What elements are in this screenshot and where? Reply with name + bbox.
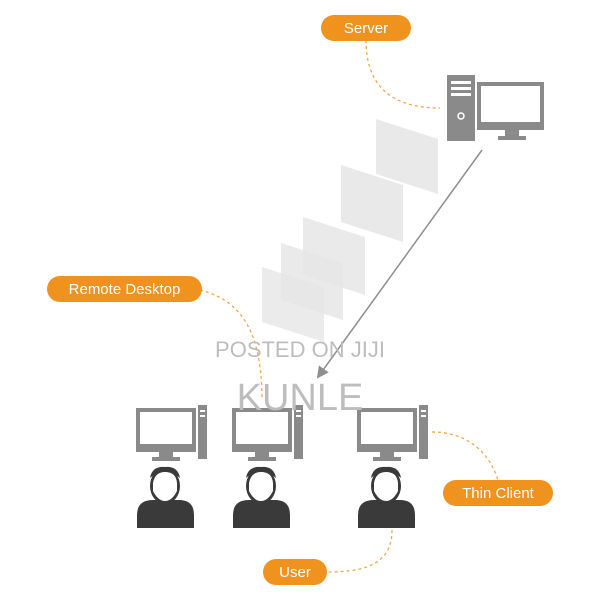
remote-desktop-label: Remote Desktop <box>47 276 202 302</box>
user-label-text: User <box>279 564 311 581</box>
remote-desktop-screen-icon <box>262 267 324 342</box>
remote-desktop-connector <box>199 289 263 401</box>
user-icon <box>358 466 415 528</box>
remote-desktop-screen-icon <box>376 119 438 194</box>
remote-desktop-label-text: Remote Desktop <box>69 281 181 298</box>
user-connector <box>327 529 393 573</box>
label-connectors <box>199 39 499 573</box>
remote-desktop-screen-icon <box>341 165 403 242</box>
thin-client-label: Thin Client <box>443 480 553 506</box>
thin-client-connector <box>431 431 499 481</box>
watermark-line2: KUNLE <box>237 377 364 419</box>
user-icon <box>137 466 194 528</box>
remote-desktop-screens <box>262 119 438 342</box>
thin-client-label-text: Thin Client <box>462 485 535 502</box>
server-computer-icon <box>447 75 544 141</box>
user-icon <box>233 466 290 528</box>
thin-client-computer-icon <box>357 405 428 461</box>
thin-client-computer-icon <box>136 405 207 461</box>
watermark-line1: POSTED ON JIJI <box>215 337 385 362</box>
user-label: User <box>263 559 327 585</box>
server-connector <box>365 39 441 109</box>
thin-client-computer-icon <box>232 405 303 461</box>
connection-arrow <box>316 149 483 379</box>
server-label: Server <box>321 15 411 41</box>
server-label-text: Server <box>344 20 388 37</box>
